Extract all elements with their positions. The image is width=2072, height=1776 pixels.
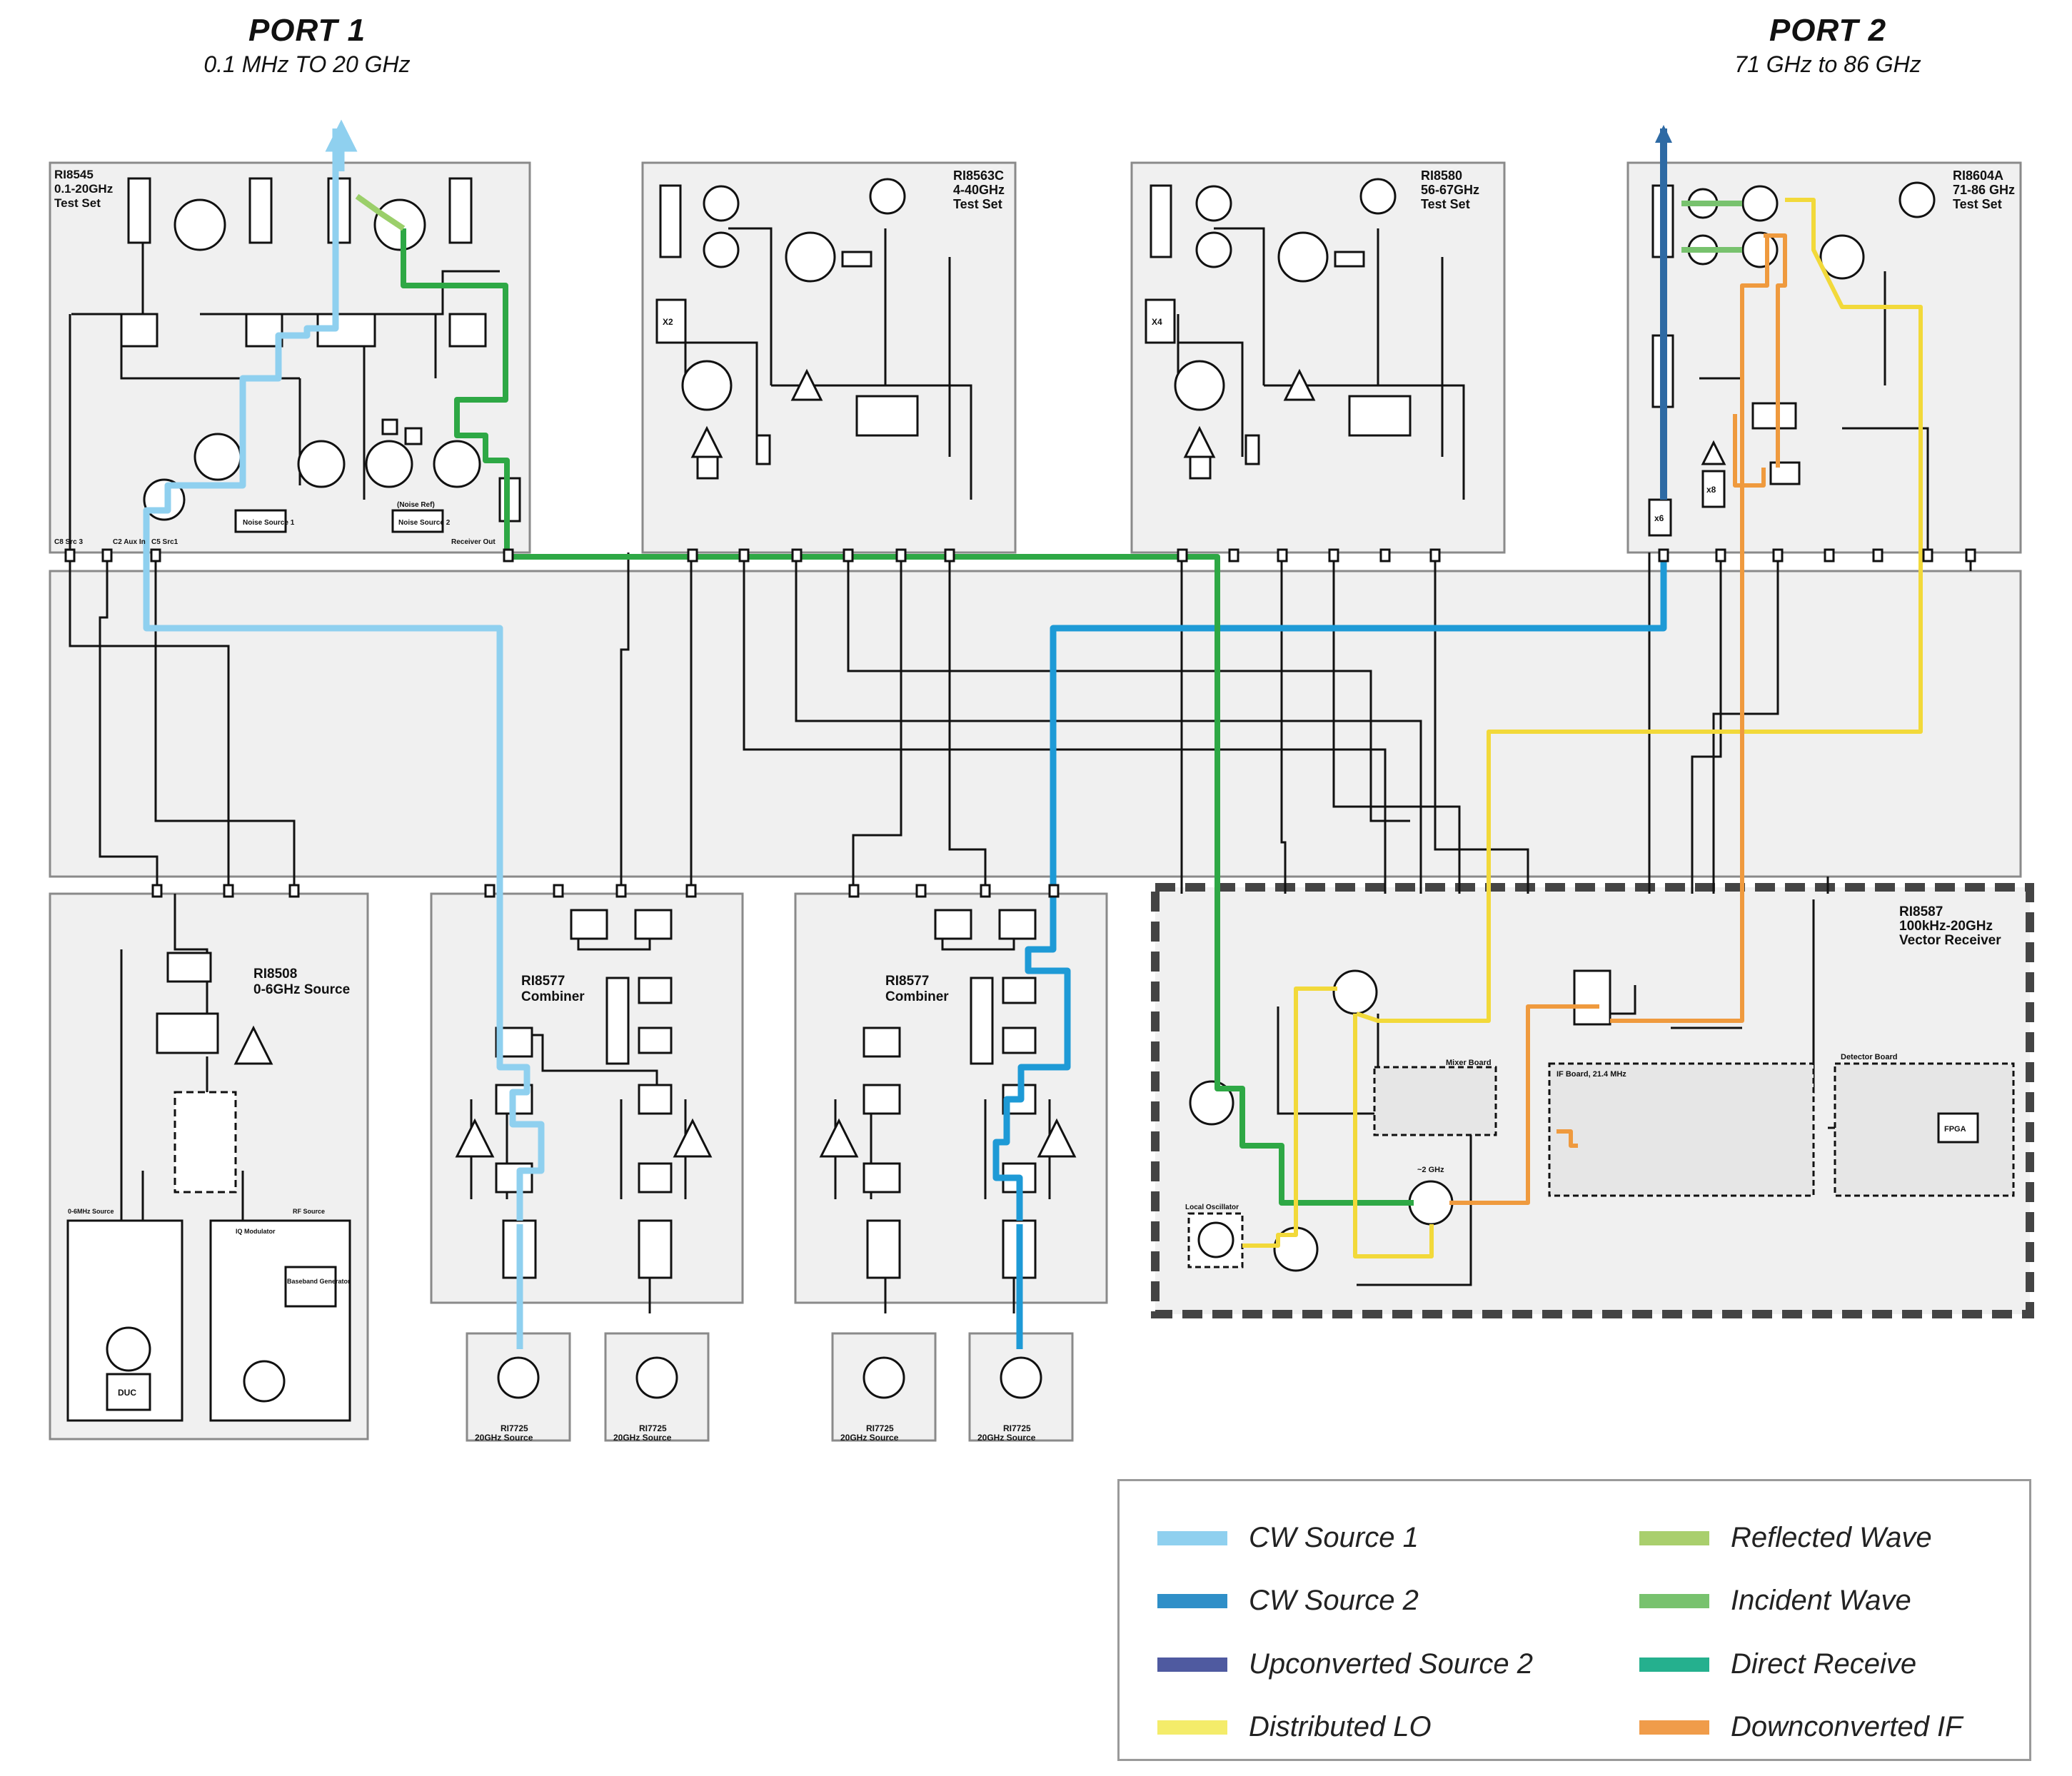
baseband-label: Baseband Generator (287, 1278, 351, 1285)
port-2-title: PORT 2 71 GHz to 86 GHz (1664, 13, 1992, 78)
noise-ref-label: (Noise Ref) (397, 501, 435, 509)
source-3-name: RI7725 (866, 1423, 894, 1433)
legend-item-reflected-wave: Reflected Wave (1639, 1522, 1932, 1554)
legend-swatch-downconverted-if (1639, 1720, 1709, 1735)
source-4-label: 20GHz Source (977, 1433, 1036, 1443)
combiner-1-type: Combiner (521, 989, 585, 1004)
x2-label: X2 (663, 317, 673, 327)
bb-source-label: 0-6MHz Source (68, 1208, 114, 1215)
legend-swatch-cw-source-1 (1157, 1530, 1227, 1545)
ri8604a-name: RI8604A (1953, 168, 2003, 183)
legend-label-upconverted-source-2: Upconverted Source 2 (1249, 1648, 1534, 1680)
noise-source-1-label: Noise Source 1 (243, 519, 295, 527)
path-incident (401, 228, 1414, 1206)
noise-source-2-label: Noise Source 2 (398, 519, 451, 527)
detector-board-label: Detector Board (1841, 1053, 1897, 1061)
legend-item-downconverted-if: Downconverted IF (1639, 1711, 1963, 1743)
source-2-label: 20GHz Source (613, 1433, 672, 1443)
block-diagram: RI8545 0.1-20GHz Test Set RI8563C 4-40GH… (49, 119, 2034, 1443)
ri8604a-range: 71-86 GHz (1953, 183, 2015, 197)
legend-swatch-incident-wave (1639, 1593, 1709, 1608)
legend-label-direct-receive: Direct Receive (1731, 1648, 1917, 1680)
path-incident-2 (1681, 201, 1742, 253)
iq-modulator-label: IQ Modulator (236, 1228, 276, 1235)
source-2-name: RI7725 (639, 1423, 667, 1433)
ri8587-name: RI8587 (1899, 904, 1943, 919)
legend-label-incident-wave: Incident Wave (1731, 1585, 1911, 1616)
legend-label-distributed-lo: Distributed LO (1249, 1711, 1432, 1742)
fpga-label: FPGA (1944, 1125, 1966, 1134)
path-reflected (355, 193, 406, 231)
legend-swatch-upconverted-source-2 (1157, 1657, 1227, 1672)
c-src3-label: C8 Src 3 (54, 538, 83, 546)
module-box-combiner-2 (794, 892, 1108, 1304)
ri8580-range: 56-67GHz (1421, 183, 1479, 197)
ri8508-type: 0-6GHz Source (253, 982, 350, 997)
legend-swatch-reflected-wave (1639, 1530, 1709, 1545)
legend-label-reflected-wave: Reflected Wave (1731, 1522, 1932, 1553)
module-box-combiner-1 (430, 892, 744, 1304)
legend-label-cw-source-1: CW Source 1 (1249, 1522, 1419, 1553)
source-3-label: 20GHz Source (840, 1433, 899, 1443)
legend-item-cw-source-2: CW Source 2 (1157, 1585, 1419, 1617)
ri8587-type: Vector Receiver (1899, 933, 2001, 948)
legend-label-cw-source-2: CW Source 2 (1249, 1585, 1419, 1616)
combiner-2-type: Combiner (885, 989, 949, 1004)
if-board-label: IF Board, 21.4 MHz (1556, 1070, 1626, 1079)
ri8604a-type: Test Set (1953, 197, 2002, 211)
port-1-title: PORT 1 0.1 MHz TO 20 GHz (143, 13, 471, 78)
module-box-ri8604a (1626, 161, 2022, 554)
ri8580-name: RI8580 (1421, 168, 1462, 183)
legend-swatch-direct-receive (1639, 1657, 1709, 1672)
legend-item-cw-source-1: CW Source 1 (1157, 1522, 1419, 1554)
path-cw-source-2 (992, 550, 1667, 1349)
two-ghz-label: ~2 GHz (1417, 1166, 1444, 1174)
legend-swatch-distributed-lo (1157, 1720, 1227, 1735)
rf-source-label: RF Source (293, 1208, 325, 1215)
ri8563c-name: RI8563C (953, 168, 1004, 183)
port-2-range: 71 GHz to 86 GHz (1734, 51, 1921, 77)
backplane (49, 570, 2022, 878)
source-1-label: 20GHz Source (475, 1433, 533, 1443)
x4-label: X4 (1152, 317, 1162, 327)
combiner-2-name: RI8577 (885, 974, 929, 989)
c-recv-label: Receiver Out (451, 538, 496, 546)
ri8545-type: Test Set (54, 196, 101, 210)
ri8545-name: RI8545 (54, 168, 94, 181)
ri8587-range: 100kHz-20GHz (1899, 919, 1993, 934)
port-1-range: 0.1 MHz TO 20 GHz (203, 51, 411, 77)
ri8563c-range: 4-40GHz (953, 183, 1005, 197)
ri8508-name: RI8508 (253, 967, 297, 982)
x8-label: x8 (1706, 485, 1716, 495)
module-box-ri8580 (1130, 161, 1506, 554)
path-lo (1242, 198, 1923, 1258)
ri8545-range: 0.1-20GHz (54, 182, 113, 196)
c-aux-label: C2 Aux In (113, 538, 146, 546)
legend: CW Source 1 CW Source 2 Upconverted Sour… (1117, 1479, 2031, 1761)
mixer-board-label: Mixer Board (1446, 1059, 1492, 1067)
legend-item-direct-receive: Direct Receive (1639, 1648, 1916, 1680)
source-1-name: RI7725 (501, 1423, 528, 1433)
legend-label-downconverted-if: Downconverted IF (1731, 1711, 1963, 1742)
source-4-name: RI7725 (1003, 1423, 1031, 1433)
local-oscillator-label: Local Oscillator (1185, 1204, 1239, 1211)
path-if (1449, 233, 1787, 1205)
ri8580-type: Test Set (1421, 197, 1470, 211)
ri8563c-type: Test Set (953, 197, 1002, 211)
combiner-1-name: RI8577 (521, 974, 565, 989)
legend-item-incident-wave: Incident Wave (1639, 1585, 1911, 1617)
port-2-name: PORT 2 (1769, 13, 1887, 48)
legend-item-distributed-lo: Distributed LO (1157, 1711, 1432, 1743)
port-2-arrow (1655, 125, 1672, 143)
path-cw-source-1 (143, 128, 545, 1349)
legend-swatch-cw-source-2 (1157, 1593, 1227, 1608)
x6-label: x6 (1654, 513, 1664, 523)
legend-item-upconverted-source-2: Upconverted Source 2 (1157, 1648, 1533, 1680)
module-box-ri8563c (641, 161, 1017, 554)
port-1-name: PORT 1 (248, 13, 366, 48)
duc-label: DUC (118, 1388, 136, 1398)
c-src1-label: C5 Src1 (151, 538, 178, 546)
